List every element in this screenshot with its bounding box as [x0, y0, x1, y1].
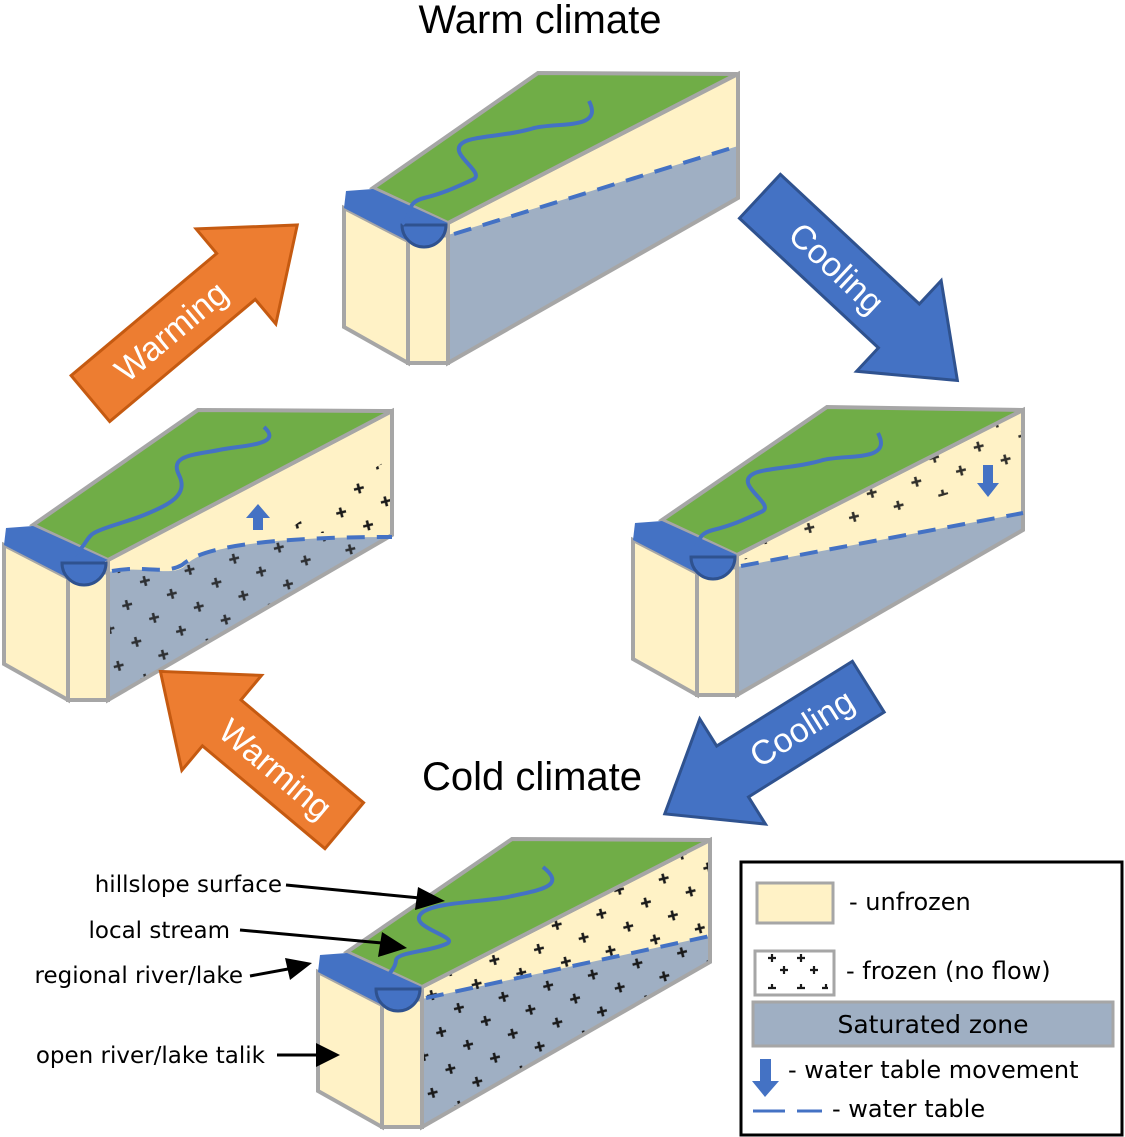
block-cold-climate	[316, 836, 712, 1131]
water-table-line	[740, 511, 1024, 568]
block-warming	[2, 407, 394, 704]
local-stream	[69, 425, 272, 559]
block-saturated-zone	[448, 146, 738, 363]
local-stream	[400, 100, 594, 226]
callout-line	[285, 883, 421, 900]
callout-open-river-lake-talik: open river/lake talik	[36, 1043, 266, 1069]
title-warm-climate: Warm climate	[419, 0, 662, 42]
legend-label-water-table: - water table	[832, 1095, 985, 1123]
title-cold-climate: Cold climate	[422, 755, 642, 799]
block-talik-face	[380, 996, 424, 1129]
legend-frozen-plus-marks	[768, 954, 828, 990]
legend-swatch-saturated	[751, 1000, 1115, 1048]
block-saturated-zone	[737, 513, 1023, 695]
cooling-arrow-lower	[662, 659, 887, 826]
water-table-line	[453, 144, 739, 236]
hillslope-surface	[342, 836, 711, 990]
water-table-line	[111, 535, 393, 573]
warming-arrow-lower	[158, 669, 366, 851]
legend-swatch-frozen	[753, 949, 836, 997]
legend-water-table-movement-arrow-icon	[752, 1059, 779, 1097]
river-talik-cross-section	[374, 987, 422, 1013]
local-stream	[687, 432, 883, 556]
callout-arrowhead-icon	[285, 958, 312, 980]
block-talik-face	[66, 569, 110, 702]
block-cooling	[631, 404, 1025, 699]
legend-label-water-table-movement: - water table movement	[788, 1056, 1079, 1084]
river-talik-cross-section	[689, 555, 737, 581]
callout-line	[239, 928, 383, 945]
block-talik-face	[406, 232, 450, 365]
callout-hillslope-surface: hillslope surface	[95, 872, 282, 898]
callout-arrowhead-icon	[415, 887, 445, 910]
river-talik-cross-section	[400, 223, 448, 249]
cooling-arrow-upper: Cooling	[737, 172, 960, 383]
callout-arrowhead-icon	[316, 1043, 340, 1067]
water-table-down-arrow-icon	[977, 465, 999, 497]
legend-label-unfrozen: - unfrozen	[849, 888, 971, 916]
legend-label-frozen: - frozen (no flow)	[846, 957, 1051, 985]
block-warm-climate	[342, 70, 740, 367]
legend: - unfrozen - frozen (no flow) Saturated …	[739, 860, 1124, 1137]
callout-arrowhead-icon	[378, 932, 407, 957]
legend-label-saturated: Saturated zone	[837, 1010, 1028, 1039]
water-table-line	[425, 934, 711, 1000]
callout-regional-river-lake: regional river/lake	[35, 963, 243, 989]
water-table-up-arrow-icon	[246, 504, 270, 530]
legend-swatch-unfrozen	[755, 881, 835, 925]
river-talik-cross-section	[60, 561, 108, 587]
frozen-zone-residual	[284, 457, 392, 533]
local-stream	[372, 865, 555, 988]
block-talik-face	[695, 564, 739, 697]
warming-arrow-upper: Warming	[69, 223, 300, 424]
callout-line	[249, 967, 289, 978]
callout-local-stream: local stream	[88, 918, 230, 944]
frozen-zone	[422, 840, 710, 1127]
